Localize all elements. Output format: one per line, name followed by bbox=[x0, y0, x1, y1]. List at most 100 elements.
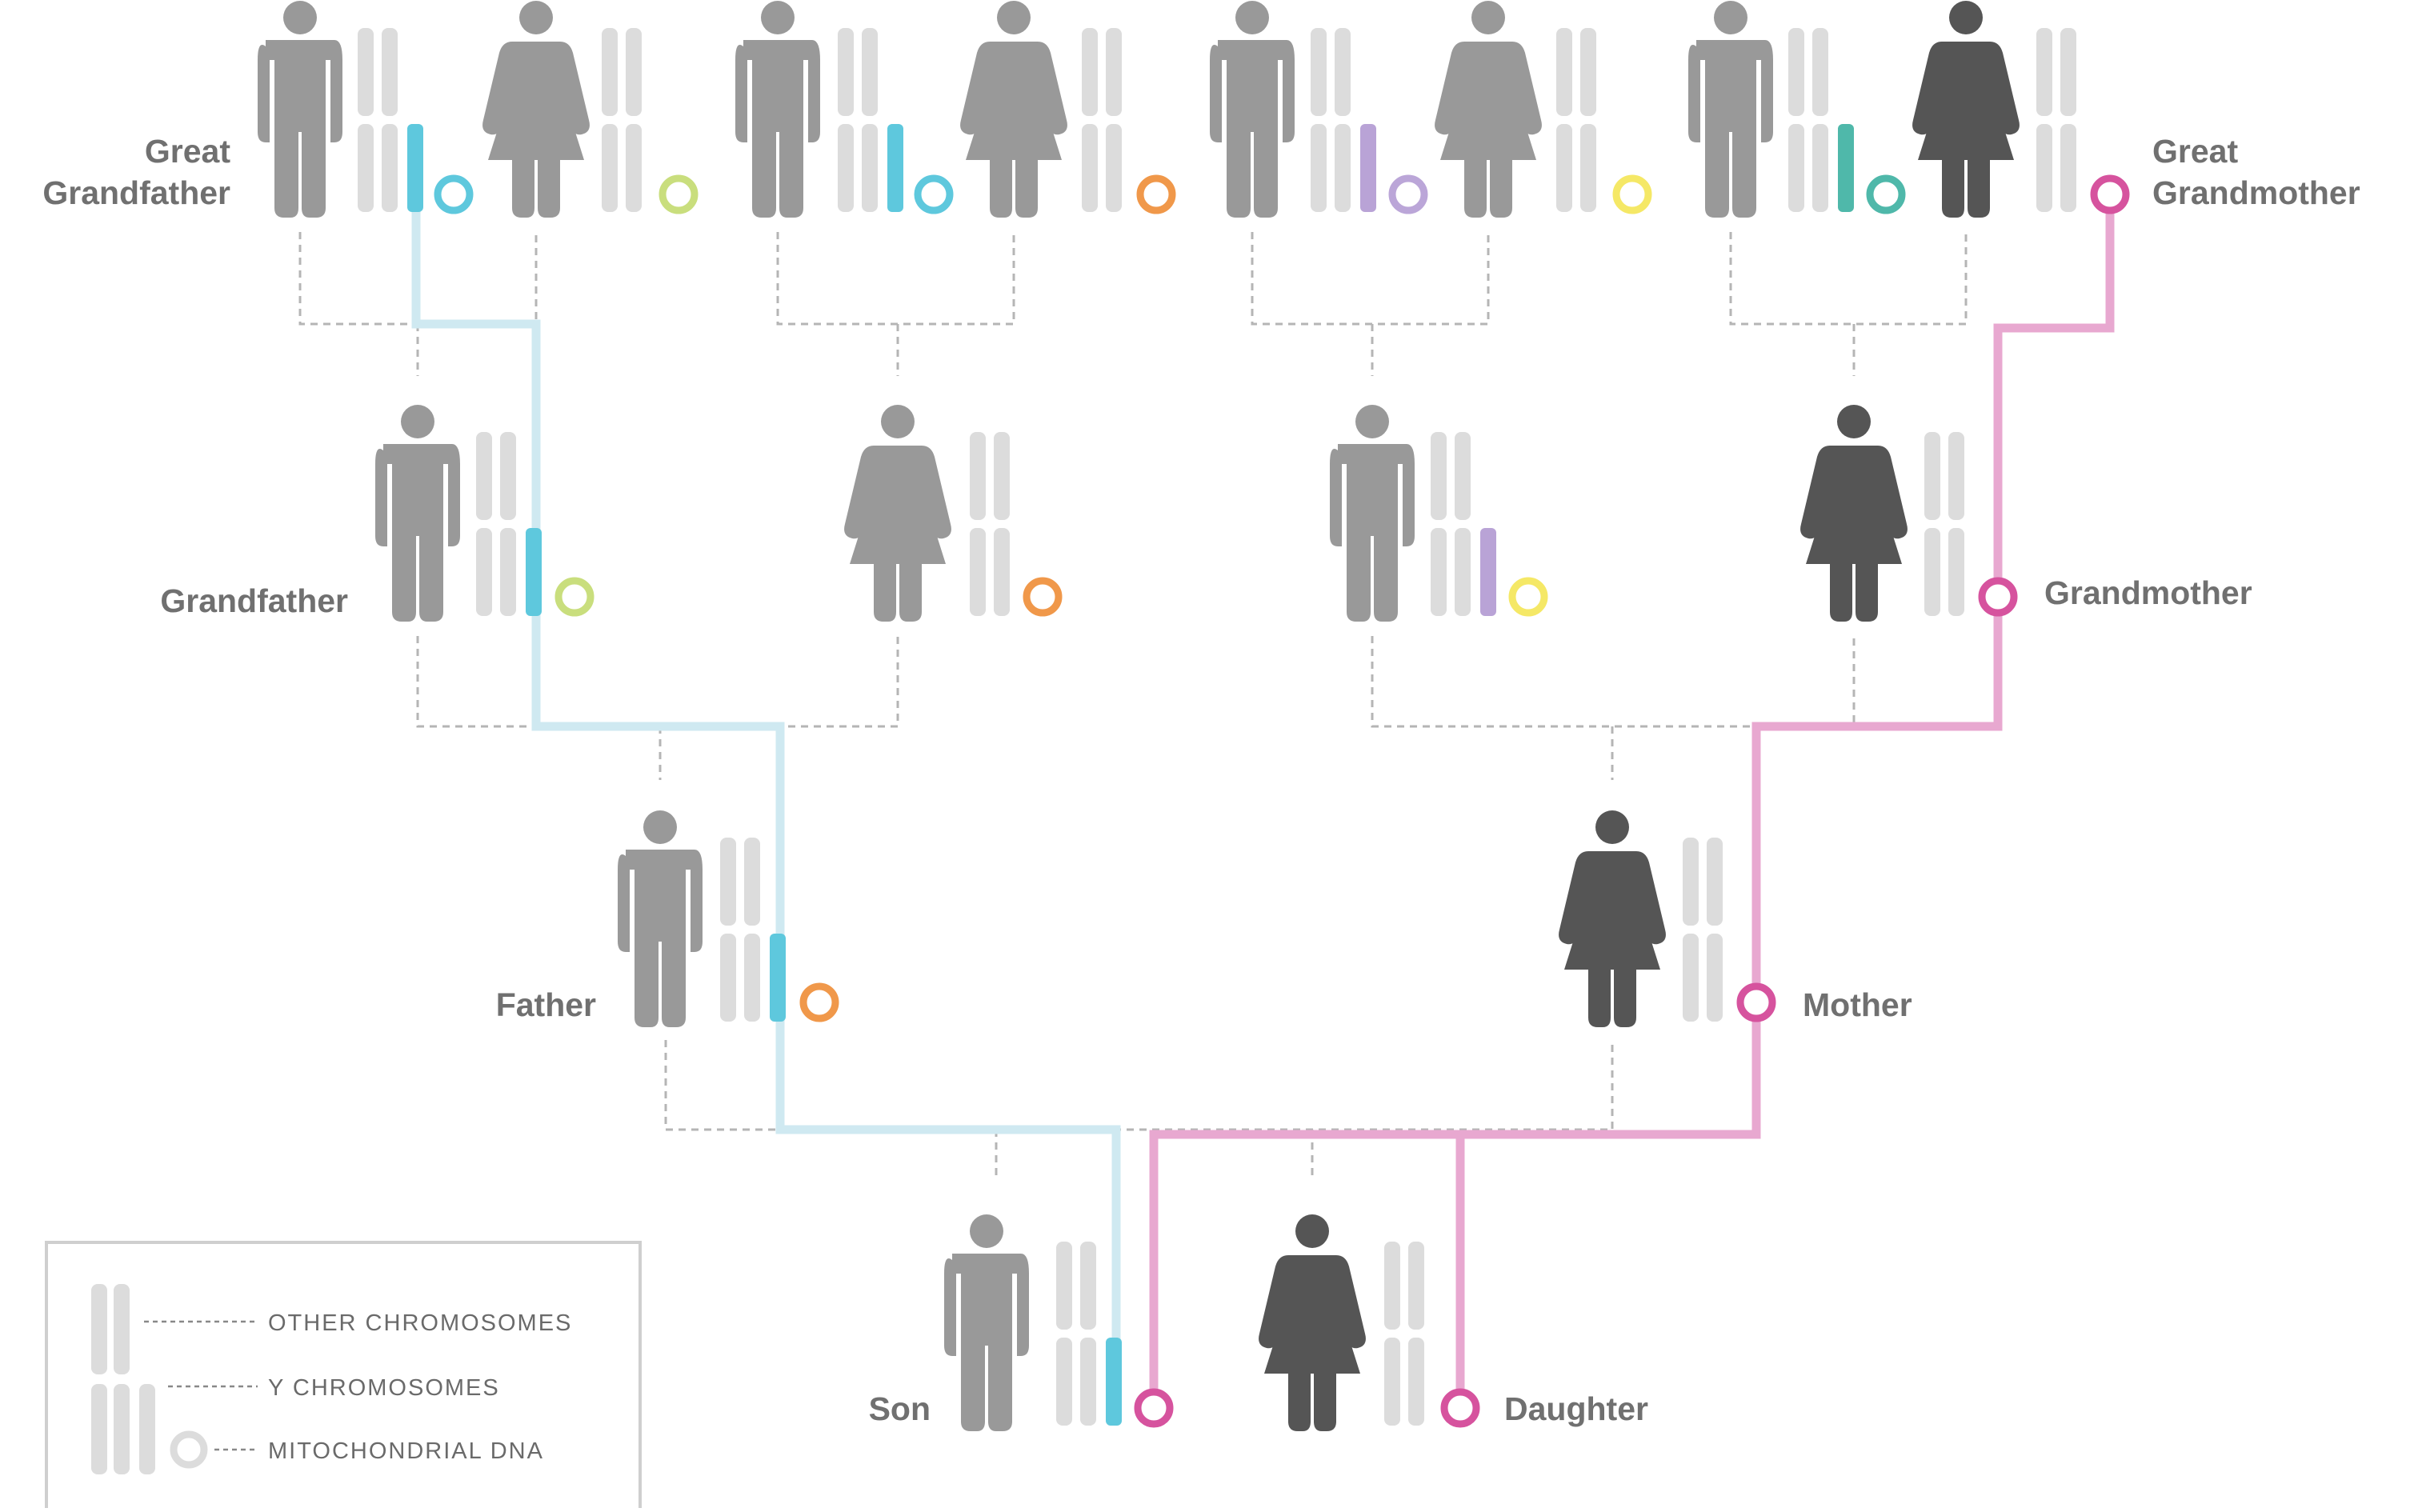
person-son bbox=[944, 1214, 1122, 1431]
connector-parents bbox=[664, 1040, 1614, 1131]
great-grandmother-3-chromosome-bottom-2 bbox=[1580, 124, 1596, 212]
grandmother-paternal-head bbox=[881, 405, 915, 438]
great-grandfather-1-mito-ring bbox=[434, 174, 474, 214]
person-grandmother-maternal bbox=[1800, 405, 1964, 622]
great-grandmother-4-chromosome-bottom-1 bbox=[2036, 124, 2052, 212]
son-head bbox=[970, 1214, 1003, 1248]
label-mother: Mother bbox=[1803, 986, 1912, 1023]
great-grandmother-2-chromosome-bottom-2 bbox=[1106, 124, 1122, 212]
son-chromosome-bottom-1 bbox=[1056, 1338, 1072, 1426]
person-great-grandmother-3 bbox=[1435, 1, 1596, 218]
daughter-chromosome-bottom-2 bbox=[1408, 1338, 1424, 1426]
great-grandmother-3-body bbox=[1435, 42, 1542, 218]
connector-gen1-pair-4 bbox=[1729, 232, 1968, 326]
person-great-grandmother-1 bbox=[482, 1, 642, 218]
grandmother-maternal-body bbox=[1800, 446, 1908, 622]
great-grandfather-1-body bbox=[258, 40, 342, 218]
great-grandmother-3-chromosome-top-2 bbox=[1580, 28, 1596, 116]
grandmother-paternal-chromosome-top-2 bbox=[994, 432, 1010, 520]
great-grandfather-3-y-chromosome bbox=[1360, 124, 1376, 212]
great-grandfather-3-body bbox=[1210, 40, 1295, 218]
great-grandfather-1-chromosome-bottom-1 bbox=[358, 124, 374, 212]
great-grandfather-3-chromosome-top-1 bbox=[1311, 28, 1327, 116]
label-great-grandmother-line1: Great bbox=[2152, 133, 2238, 170]
person-grandfather-maternal bbox=[1330, 405, 1496, 622]
great-grandfather-2-chromosome-bottom-2 bbox=[862, 124, 878, 212]
people bbox=[258, 1, 2076, 1431]
father-chromosome-top-1 bbox=[720, 838, 736, 926]
daughter-chromosome-top-2 bbox=[1408, 1242, 1424, 1330]
grandfather-paternal-chromosome-bottom-1 bbox=[476, 528, 492, 616]
great-grandfather-1-chromosome-top-1 bbox=[358, 28, 374, 116]
mother-head bbox=[1595, 810, 1629, 844]
mother-chromosome-top-2 bbox=[1707, 838, 1723, 926]
great-grandfather-2-chromosome-top-1 bbox=[838, 28, 854, 116]
grandfather-maternal-mito-ring bbox=[1508, 577, 1548, 617]
daughter-head bbox=[1295, 1214, 1329, 1248]
y-chromosome-inheritance-line bbox=[411, 194, 1121, 1360]
son-chromosome-bottom-2 bbox=[1080, 1338, 1096, 1426]
label-great-grandmother-line2: Grandmother bbox=[2152, 174, 2360, 211]
grandmother-maternal-chromosome-top-2 bbox=[1948, 432, 1964, 520]
legend-box bbox=[45, 1241, 642, 1512]
person-grandmother-paternal bbox=[844, 405, 1010, 622]
person-great-grandfather-4 bbox=[1688, 1, 1854, 218]
grandmother-maternal-chromosome-top-1 bbox=[1924, 432, 1940, 520]
mitochondrial-inheritance-line-to-son bbox=[1149, 194, 2115, 1408]
son-chromosome-top-1 bbox=[1056, 1242, 1072, 1330]
label-great-grandfather-line1: Great bbox=[145, 133, 230, 170]
great-grandfather-4-chromosome-bottom-1 bbox=[1788, 124, 1804, 212]
grandfather-paternal-chromosome-bottom-2 bbox=[500, 528, 516, 616]
great-grandmother-4-body bbox=[1912, 42, 2020, 218]
legend-y-chromosome-1 bbox=[91, 1384, 107, 1474]
father-chromosome-top-2 bbox=[744, 838, 760, 926]
grandmother-paternal-mito-ring bbox=[1023, 577, 1063, 617]
grandfather-paternal-y-chromosome bbox=[526, 528, 542, 616]
great-grandmother-1-body bbox=[482, 42, 590, 218]
connector-gen2-maternal bbox=[1371, 636, 1856, 728]
father-chromosome-bottom-2 bbox=[744, 934, 760, 1022]
grandmother-paternal-chromosome-bottom-1 bbox=[970, 528, 986, 616]
son-mito-ring bbox=[1134, 1388, 1174, 1428]
person-mother bbox=[1559, 810, 1723, 1027]
connector-gen2-paternal bbox=[416, 636, 899, 728]
great-grandmother-1-chromosome-top-1 bbox=[602, 28, 618, 116]
daughter-body bbox=[1259, 1255, 1366, 1431]
great-grandmother-1-chromosome-bottom-1 bbox=[602, 124, 618, 212]
father-head bbox=[643, 810, 677, 844]
grandmother-maternal-chromosome-bottom-1 bbox=[1924, 528, 1940, 616]
person-grandfather-paternal bbox=[375, 405, 542, 622]
legend-mitochondrial-dna: MITOCHONDRIAL DNA bbox=[268, 1438, 544, 1464]
daughter-chromosome-bottom-1 bbox=[1384, 1338, 1400, 1426]
great-grandmother-4-chromosome-top-2 bbox=[2060, 28, 2076, 116]
great-grandfather-4-y-chromosome bbox=[1838, 124, 1854, 212]
grandfather-paternal-head bbox=[401, 405, 434, 438]
great-grandfather-4-chromosome-top-2 bbox=[1812, 28, 1828, 116]
mother-mito-ring bbox=[1736, 982, 1776, 1022]
legend-mito-ring bbox=[170, 1430, 208, 1469]
grandfather-paternal-mito-ring bbox=[554, 577, 594, 617]
great-grandmother-3-head bbox=[1471, 1, 1505, 34]
father-chromosome-bottom-1 bbox=[720, 934, 736, 1022]
person-father bbox=[618, 810, 786, 1027]
grandmother-maternal-chromosome-bottom-2 bbox=[1948, 528, 1964, 616]
great-grandfather-4-chromosome-top-1 bbox=[1788, 28, 1804, 116]
grandmother-paternal-chromosome-top-1 bbox=[970, 432, 986, 520]
person-daughter bbox=[1259, 1214, 1424, 1431]
great-grandmother-4-head bbox=[1949, 1, 1983, 34]
grandmother-paternal-body bbox=[844, 446, 951, 622]
great-grandfather-4-head bbox=[1714, 1, 1747, 34]
son-body bbox=[944, 1254, 1029, 1431]
legend: OTHER CHROMOSOMES Y CHROMOSOMES MITOCHON… bbox=[45, 1241, 642, 1512]
label-great-grandfather-line2: Grandfather bbox=[42, 174, 230, 211]
great-grandfather-3-chromosome-bottom-1 bbox=[1311, 124, 1327, 212]
person-great-grandfather-2 bbox=[735, 1, 903, 218]
great-grandfather-3-chromosome-top-2 bbox=[1335, 28, 1351, 116]
mother-chromosome-bottom-2 bbox=[1707, 934, 1723, 1022]
relationship-connectors bbox=[298, 232, 1968, 1180]
grandfather-paternal-body bbox=[375, 444, 460, 622]
great-grandfather-3-chromosome-bottom-2 bbox=[1335, 124, 1351, 212]
great-grandmother-4-mito-ring bbox=[2090, 174, 2130, 214]
grandfather-paternal-chromosome-top-2 bbox=[500, 432, 516, 520]
